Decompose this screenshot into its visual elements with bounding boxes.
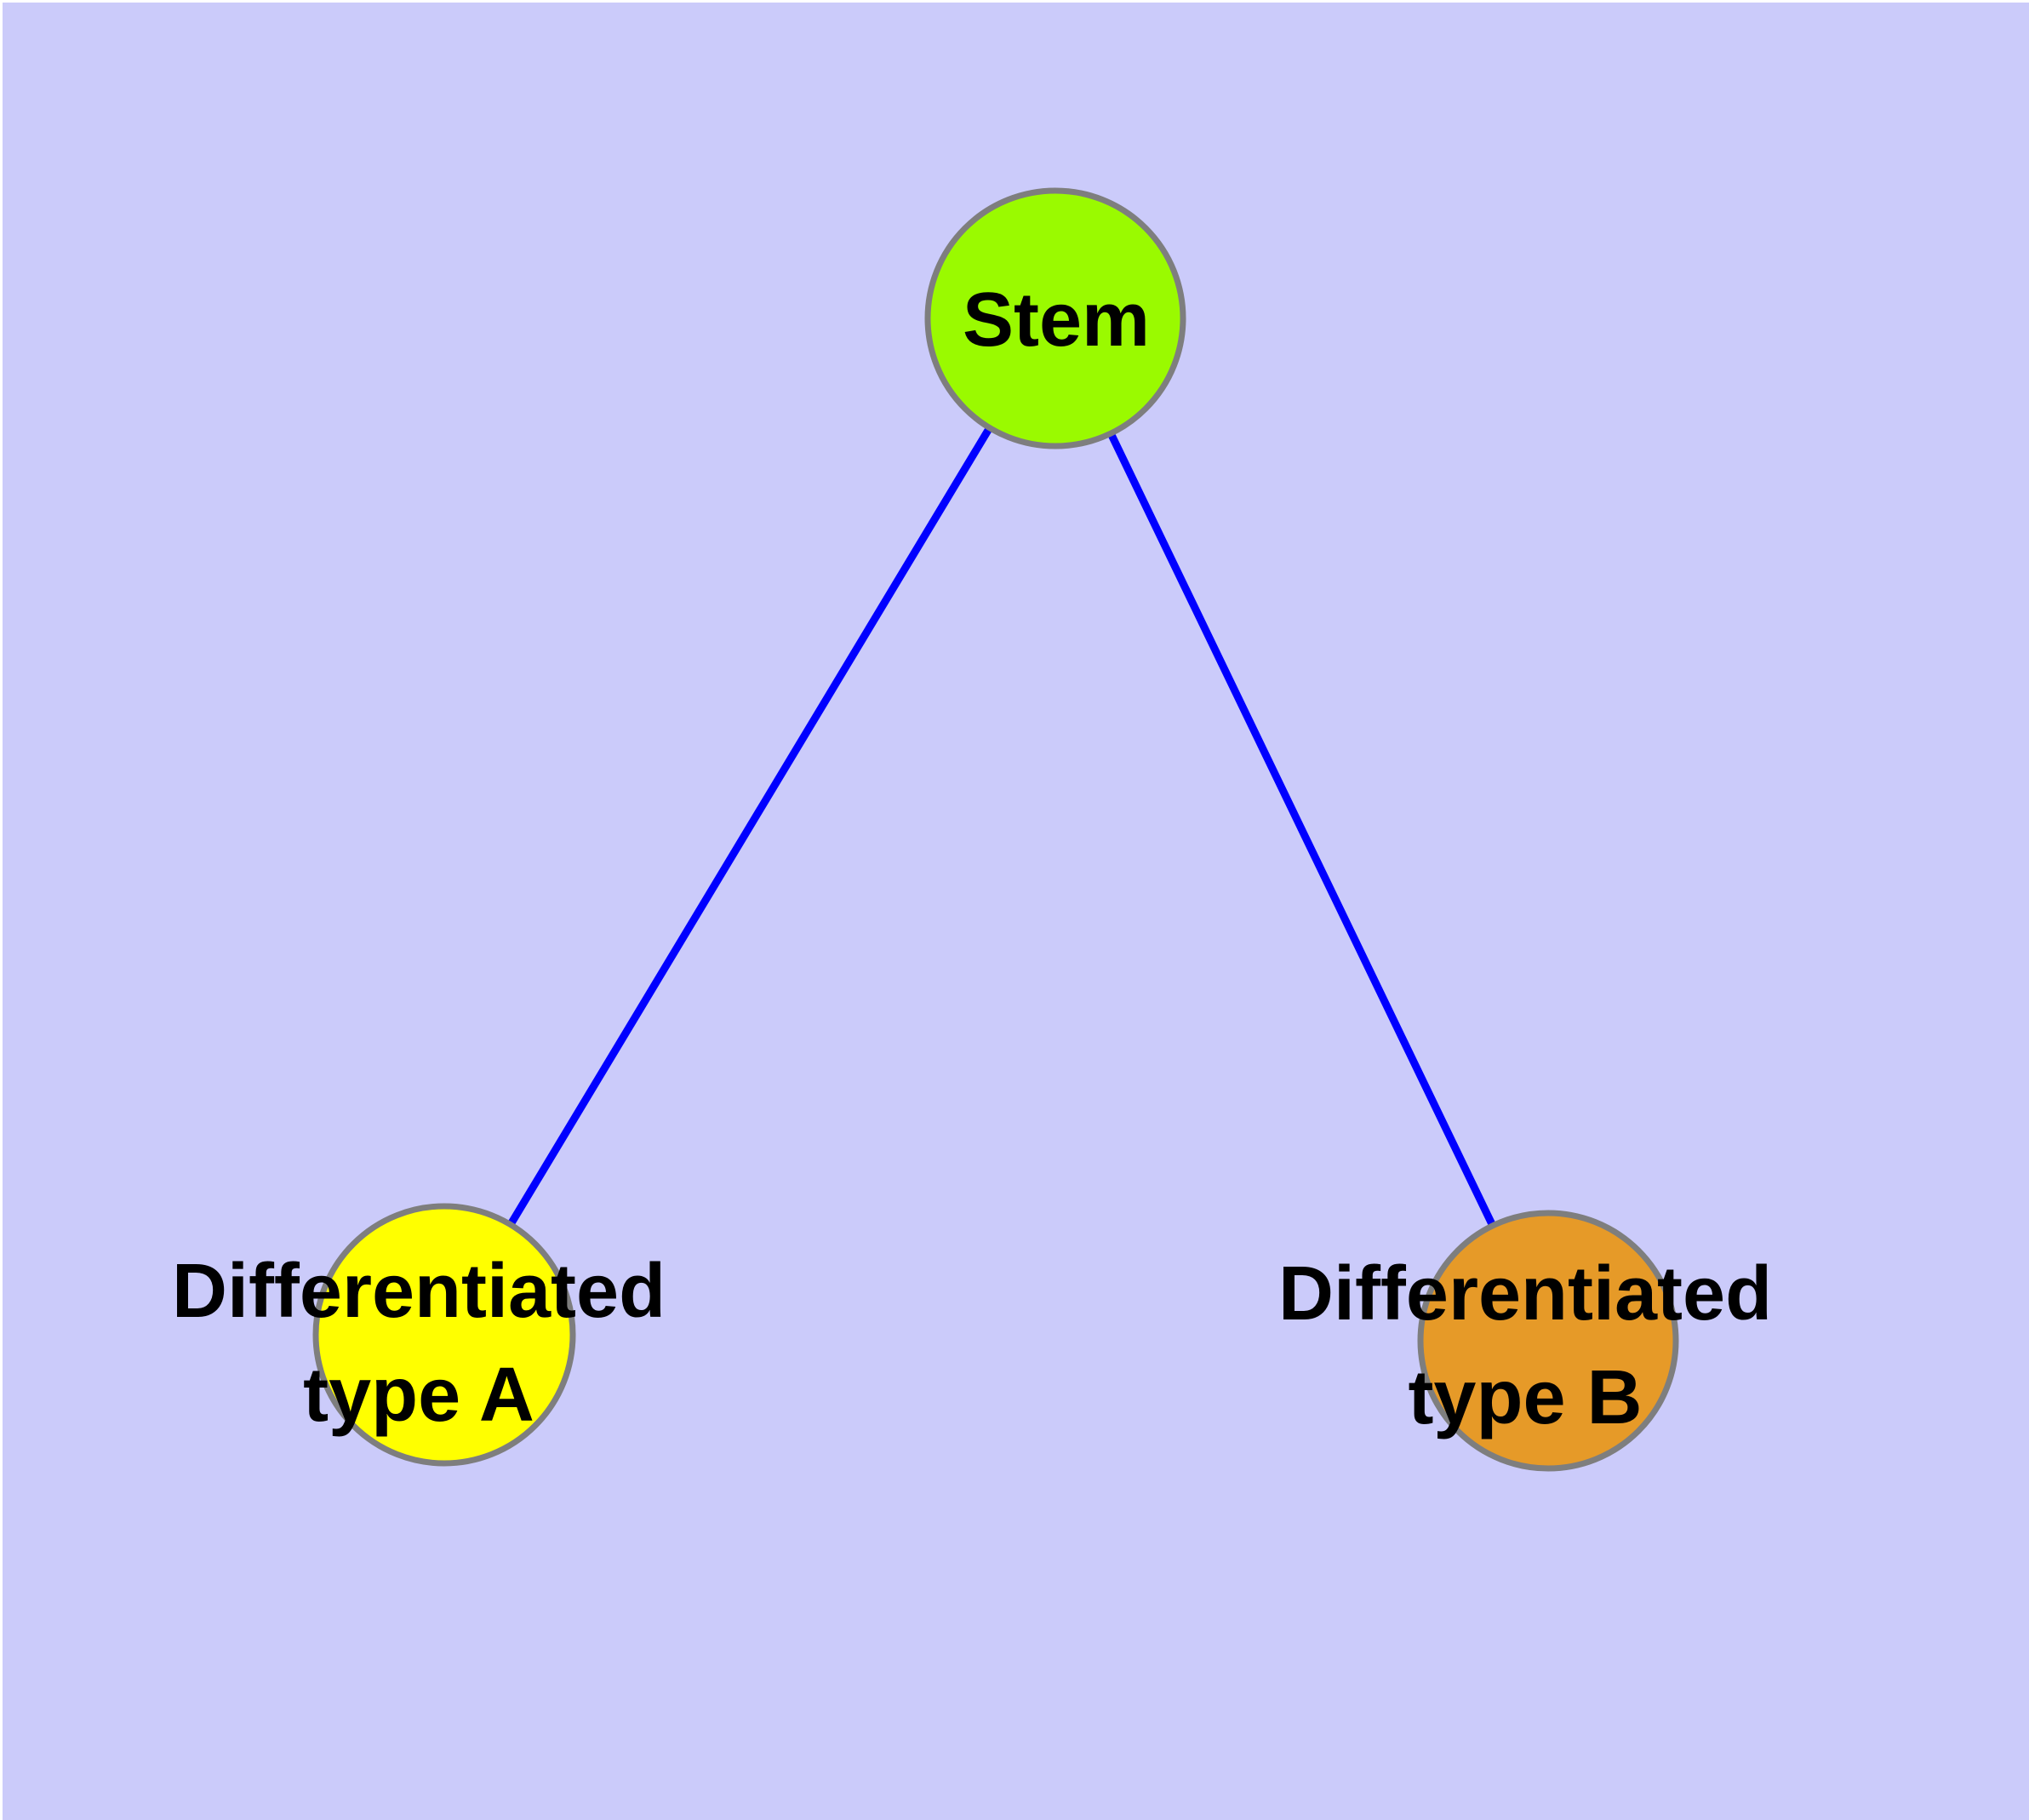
type-a-label-line-1: Differentiated	[171, 1249, 666, 1334]
edge-stem-to-type-b	[1051, 314, 1552, 1345]
type-b-label-line-2: type B	[1408, 1355, 1643, 1440]
type-a-label-line-2: type A	[303, 1353, 534, 1438]
stem-label-line-1: Stem	[962, 278, 1151, 363]
type-b-node-label: Differentiated type B	[1278, 1242, 1772, 1450]
edge-stem-to-type-a	[440, 314, 1060, 1339]
type-a-node-circle	[312, 1203, 576, 1467]
type-a-node-label: Differentiated type A	[172, 1239, 666, 1447]
type-b-label-line-1: Differentiated	[1277, 1251, 1773, 1336]
graph-figure	[3, 3, 2029, 1820]
stem-node-label: Stem	[963, 268, 1150, 372]
stem-node-circle	[924, 187, 1186, 449]
type-b-node-circle	[1417, 1210, 1679, 1472]
